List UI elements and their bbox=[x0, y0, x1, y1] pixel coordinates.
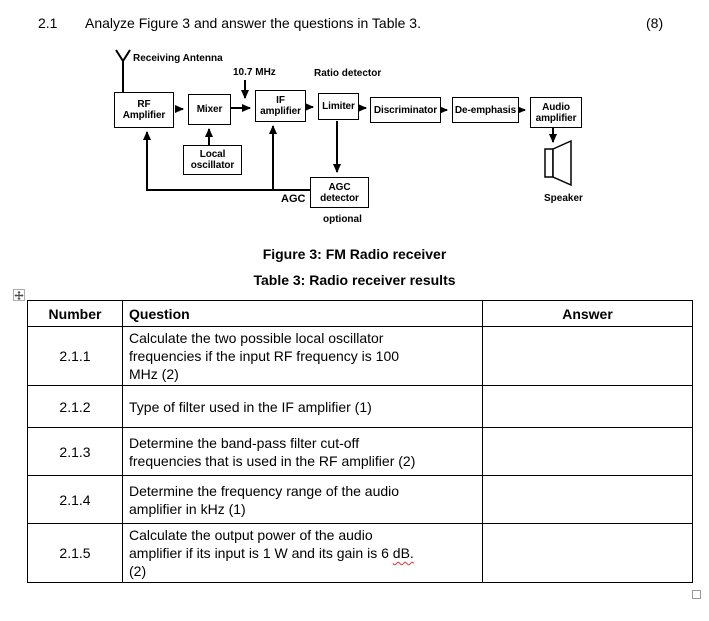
marks-label: (8) bbox=[646, 15, 664, 31]
antenna-icon bbox=[115, 49, 131, 92]
table-caption: Table 3: Radio receiver results bbox=[253, 272, 456, 288]
header-row: Number Question Answer bbox=[27, 300, 693, 327]
column-header-number: Number bbox=[27, 300, 123, 327]
diagram-lines bbox=[115, 49, 572, 191]
table-resize-handle[interactable] bbox=[692, 590, 701, 599]
block-mixer: Mixer bbox=[188, 94, 231, 125]
figure-caption: Figure 3: FM Radio receiver bbox=[262, 246, 447, 262]
label-agc: AGC bbox=[281, 193, 306, 205]
label-if-frequency: 10.7 MHz bbox=[233, 67, 276, 78]
table-row: 2.1.2 Type of filter used in the IF ampl… bbox=[27, 385, 693, 428]
question-cell: Determine the frequency range of the aud… bbox=[122, 475, 483, 524]
question-cell: Type of filter used in the IF amplifier … bbox=[122, 385, 483, 428]
question-text-part: (2) bbox=[129, 563, 147, 579]
question-number-label: 2.1 bbox=[38, 15, 58, 31]
table-row: 2.1.1 Calculate the two possible local o… bbox=[27, 326, 693, 386]
results-table: Number Question Answer 2.1.1 Calculate t… bbox=[27, 300, 693, 583]
block-de-emphasis: De-emphasis bbox=[452, 97, 519, 123]
label-optional: optional bbox=[323, 214, 362, 225]
number-cell: 2.1.4 bbox=[27, 475, 123, 524]
block-if-amplifier: IF amplifier bbox=[255, 90, 306, 122]
misspelled-word: dB. bbox=[392, 545, 414, 561]
number-cell: 2.1.1 bbox=[27, 326, 123, 386]
number-cell: 2.1.3 bbox=[27, 427, 123, 476]
question-text-part: Calculate the output power of the audio … bbox=[129, 527, 389, 561]
block-agc-detector: AGC detector bbox=[310, 177, 369, 208]
question-cell: Calculate the two possible local oscilla… bbox=[122, 326, 483, 386]
feedback-arrows bbox=[143, 121, 341, 191]
table-row: 2.1.5 Calculate the output power of the … bbox=[27, 523, 693, 583]
answer-cell[interactable] bbox=[482, 475, 693, 524]
number-cell: 2.1.5 bbox=[27, 523, 123, 583]
label-speaker: Speaker bbox=[544, 193, 583, 204]
block-discriminator: Discriminator bbox=[370, 97, 441, 123]
speaker-icon bbox=[544, 139, 572, 187]
question-cell: Determine the band-pass filter cut-off f… bbox=[122, 427, 483, 476]
answer-cell[interactable] bbox=[482, 326, 693, 386]
question-text: Analyze Figure 3 and answer the question… bbox=[85, 15, 421, 31]
table-row: 2.1.3 Determine the band-pass filter cut… bbox=[27, 427, 693, 476]
block-rf-amplifier: RF Amplifier bbox=[114, 92, 174, 128]
block-limiter: Limiter bbox=[318, 93, 359, 120]
table-move-handle[interactable] bbox=[13, 289, 25, 301]
column-header-question: Question bbox=[122, 300, 483, 327]
label-receiving-antenna: Receiving Antenna bbox=[133, 53, 223, 64]
block-local-oscillator: Local oscillator bbox=[183, 145, 242, 175]
answer-cell[interactable] bbox=[482, 427, 693, 476]
question-cell: Calculate the output power of the audio … bbox=[122, 523, 483, 583]
number-cell: 2.1.2 bbox=[27, 385, 123, 428]
move-icon bbox=[14, 290, 24, 300]
answer-cell[interactable] bbox=[482, 385, 693, 428]
answer-cell[interactable] bbox=[482, 523, 693, 583]
block-audio-amplifier: Audio amplifier bbox=[530, 97, 582, 128]
table-row: 2.1.4 Determine the frequency range of t… bbox=[27, 475, 693, 524]
column-header-answer: Answer bbox=[482, 300, 693, 327]
label-ratio-detector: Ratio detector bbox=[314, 68, 382, 79]
